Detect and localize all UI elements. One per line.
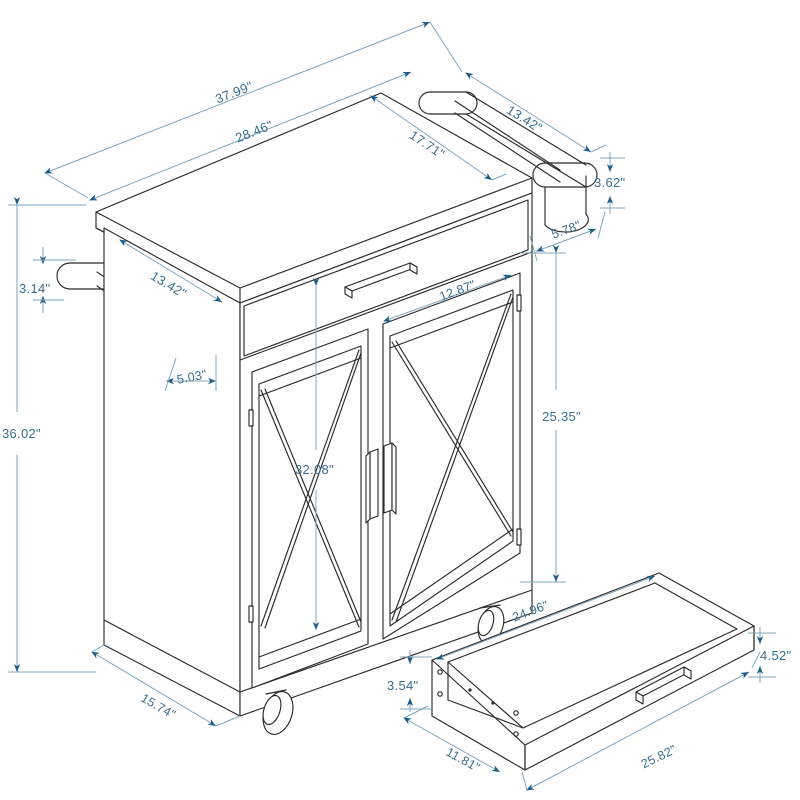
dim-door-width [383,274,512,322]
dim-drawer-box-height-front [400,650,432,712]
dim-label-towel-bar-height: 3.14" [19,281,51,296]
dim-top-depth [370,95,507,181]
dim-overall-width [44,21,463,199]
dim-label-right-rack-height: 3.62" [594,175,626,190]
dim-left-rack-depth [119,239,223,303]
dim-drawer-inner-width [436,575,656,660]
left-barn-door [248,328,369,689]
dim-overall-height [8,197,96,673]
dim-right-rack-depth [465,72,607,153]
dim-cabinet-top-width [89,71,412,201]
dim-drawer-side-depth [403,705,501,773]
dim-label-drawer-outer-height: 4.52" [760,648,792,663]
door-handles [365,442,397,524]
dim-towel-bar-projection [164,355,217,392]
caster-wheel-front [262,689,294,735]
dim-cabinet-depth [91,644,241,727]
dim-right-rack-height [600,152,625,214]
dim-label-cabinet-body-height: 32.08" [295,462,334,477]
dim-drawer-outer-height [748,627,776,683]
drawer-pull [344,262,418,299]
dim-drawer-outer-width [521,651,761,791]
dim-label-overall-height: 36.02" [2,426,41,441]
dim-label-drawer-box-height-front: 3.54" [387,678,419,693]
dim-towel-bar-height [33,247,76,313]
dim-drawer-front-height [529,211,606,262]
right-barn-door [382,272,522,640]
dim-label-door-height: 25.35" [542,409,581,424]
